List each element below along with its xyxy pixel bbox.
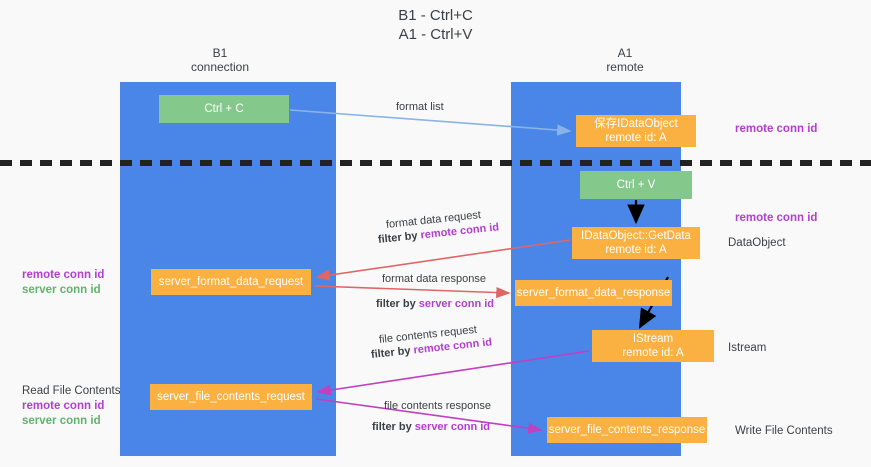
column-header-b1-role: connection [190,60,250,74]
node-istream[interactable]: IStream remote id: A [592,330,714,362]
filter-by-prefix-2: filter by [376,298,419,310]
node-getdata-line2: remote id: A [605,244,667,256]
phase-divider [0,160,871,166]
edge-label-file-contents-response-filter: filter by server conn id [372,421,490,433]
annotation-istream: Istream [728,342,767,354]
column-header-a1-role: remote [606,60,644,74]
node-idataobject-line1: 保存IDataObject [594,118,678,130]
edge-label-format-data-response-filter: filter by server conn id [376,298,494,310]
column-header-b1-name: B1 [212,46,228,60]
edge-label-format-data-response: format data response [382,273,486,285]
node-ctrl-v[interactable]: Ctrl + V [580,171,692,199]
annotation-read-file-contents: Read File Contents [22,385,121,397]
column-header-a1: A1 remote [545,46,705,74]
annotation-remote-conn-id-mid: remote conn id [735,212,818,224]
node-istream-line1: IStream [632,333,674,345]
title-line-1: B1 - Ctrl+C [398,7,473,24]
annotation-server-conn-id-left-2: server conn id [22,415,101,427]
annotation-group-file: Read File Contents remote conn id server… [22,384,120,429]
annotation-server-conn-id-left-1: server conn id [22,284,101,296]
filter-by-prefix-4: filter by [372,421,415,433]
edge-label-format-list: format list [396,101,444,113]
node-istream-line2: remote id: A [622,347,684,359]
arrow-format-data-response [314,285,511,299]
filter-by-server-conn-id-2: server conn id [414,421,490,433]
annotation-remote-conn-id-left-2: remote conn id [22,400,105,412]
annotation-remote-conn-id-left-1: remote conn id [22,269,105,281]
node-server-file-contents-request[interactable]: server_file_contents_request [150,384,312,410]
filter-by-server-conn-id-1: server conn id [418,298,494,310]
column-header-b1: B1 connection [140,46,300,74]
node-ctrl-c-label: Ctrl + C [204,103,244,115]
node-getdata-line1: IDataObject::GetData [581,230,691,242]
column-header-a1-name: A1 [617,46,633,60]
annotation-write-file-contents: Write File Contents [735,425,833,437]
node-idataobject-getdata[interactable]: IDataObject::GetData remote id: A [572,227,700,259]
edge-label-file-contents-response: file contents response [384,400,492,412]
node-ctrl-c[interactable]: Ctrl + C [159,95,289,123]
node-idataobject-line2: remote id: A [605,132,667,144]
node-server-file-contents-request-label: server_file_contents_request [157,391,305,403]
node-server-format-data-request[interactable]: server_format_data_request [151,269,311,295]
node-server-format-data-response[interactable]: server_format_data_response [515,280,672,306]
filter-by-prefix-3: filter by [370,344,415,361]
node-server-format-data-response-label: server_format_data_response [516,287,671,299]
filter-by-prefix-1: filter by [377,229,422,246]
annotation-group-format: remote conn id server conn id [22,268,104,298]
annotation-dataobject: DataObject [728,237,786,249]
page-title: B1 - Ctrl+C A1 - Ctrl+V [0,6,871,44]
node-server-file-contents-response[interactable]: server_file_contents_response [547,417,707,443]
node-idataobject[interactable]: 保存IDataObject remote id: A [576,115,696,147]
node-server-file-contents-response-label: server_file_contents_response [548,424,706,436]
title-line-2: A1 - Ctrl+V [398,26,473,43]
annotation-remote-conn-id-top: remote conn id [735,123,818,135]
node-ctrl-v-label: Ctrl + V [616,179,656,191]
node-server-format-data-request-label: server_format_data_request [158,276,304,288]
